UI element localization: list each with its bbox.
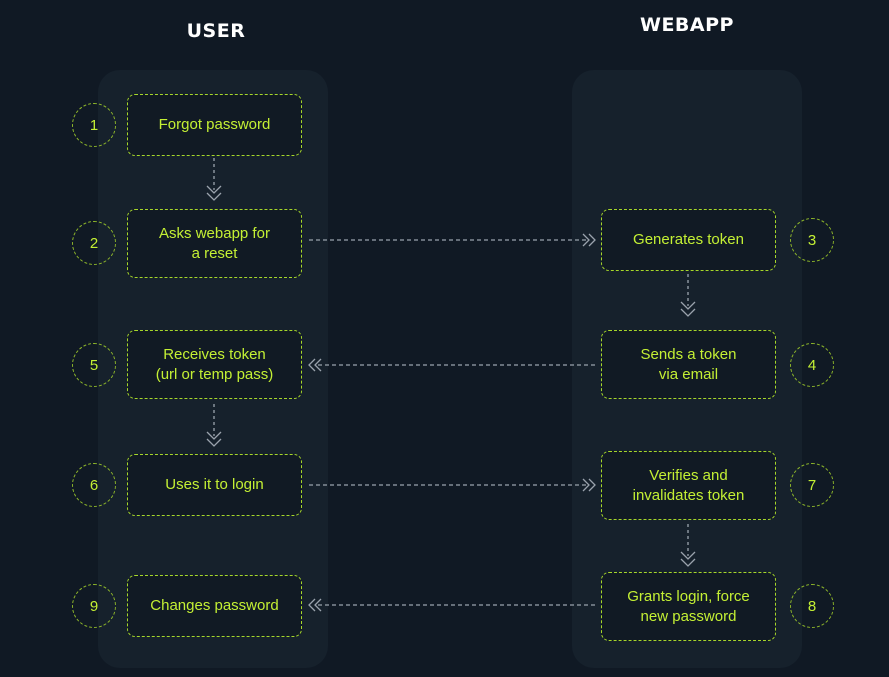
step-1-number: 1 xyxy=(72,103,116,147)
arrow-4-to-5 xyxy=(308,358,595,372)
step-4-box: Sends a token via email xyxy=(601,330,776,399)
step-7-number: 7 xyxy=(790,463,834,507)
step-3-box: Generates token xyxy=(601,209,776,271)
arrow-2-to-3 xyxy=(309,233,596,247)
step-8-box: Grants login, force new password xyxy=(601,572,776,641)
step-9-box: Changes password xyxy=(127,575,302,637)
step-3-number: 3 xyxy=(790,218,834,262)
step-5-box: Receives token (url or temp pass) xyxy=(127,330,302,399)
step-6-box: Uses it to login xyxy=(127,454,302,516)
step-2-box: Asks webapp for a reset xyxy=(127,209,302,278)
webapp-lane-title: WEBAPP xyxy=(640,14,734,36)
arrow-7-to-8 xyxy=(680,524,696,567)
step-8-number: 8 xyxy=(790,584,834,628)
step-9-number: 9 xyxy=(72,584,116,628)
step-4-number: 4 xyxy=(790,343,834,387)
step-2-number: 2 xyxy=(72,221,116,265)
arrow-8-to-9 xyxy=(308,598,595,612)
arrow-1-to-2 xyxy=(206,158,222,201)
step-7-box: Verifies and invalidates token xyxy=(601,451,776,520)
arrow-3-to-4 xyxy=(680,274,696,317)
step-6-number: 6 xyxy=(72,463,116,507)
step-5-number: 5 xyxy=(72,343,116,387)
arrow-6-to-7 xyxy=(309,478,596,492)
step-1-box: Forgot password xyxy=(127,94,302,156)
user-lane-title: USER xyxy=(186,20,246,42)
arrow-5-to-6 xyxy=(206,404,222,447)
